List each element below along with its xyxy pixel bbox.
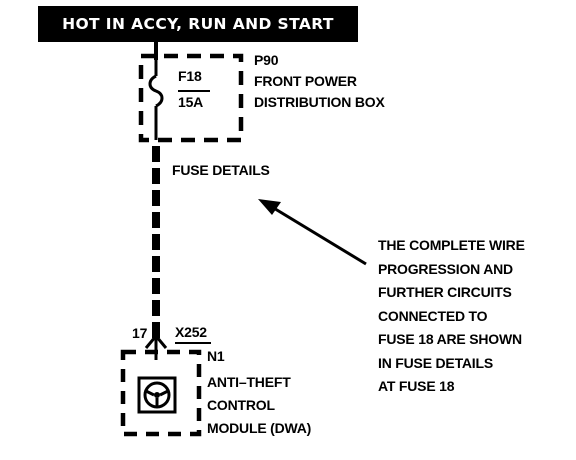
module-outline [120, 349, 202, 437]
note-line: THE COMPLETE WIRE [378, 237, 525, 253]
note-line: FUSE 18 ARE SHOWN [378, 331, 522, 347]
note-line: PROGRESSION AND [378, 260, 513, 277]
note-line: CONNECTED TO [378, 307, 488, 324]
box-name-line1: FRONT POWER [254, 73, 357, 89]
note-line: IN FUSE DETAILS [378, 354, 493, 371]
box-name-line2: DISTRIBUTION BOX [254, 94, 385, 110]
note-line: FURTHER CIRCUITS [378, 284, 512, 300]
box-code: P90 [254, 52, 279, 68]
module-name-line3: MODULE (DWA) [207, 420, 312, 436]
module-name-line1: ANTI–THEFT [207, 374, 291, 390]
fuse-symbol-icon [148, 60, 164, 140]
module-code: N1 [207, 348, 225, 364]
fuse-note: THE COMPLETE WIRE PROGRESSION AND FURTHE… [378, 234, 525, 399]
fuse-rating: 15A [178, 94, 204, 110]
connector-code: X252 [175, 324, 207, 340]
banner-text: HOT IN ACCY, RUN AND START [62, 15, 334, 33]
steering-wheel-icon [137, 376, 177, 414]
module-name-line2: CONTROL [207, 397, 275, 413]
arrow-icon [258, 199, 281, 215]
fuse-name: F18 [178, 68, 202, 84]
pointer-line [271, 205, 367, 266]
fuse-box-outline [138, 53, 244, 143]
power-banner: HOT IN ACCY, RUN AND START [38, 6, 358, 42]
note-line: AT FUSE 18 [378, 378, 455, 394]
wire-label: FUSE DETAILS [172, 162, 270, 178]
connector-pin: 17 [132, 325, 148, 341]
